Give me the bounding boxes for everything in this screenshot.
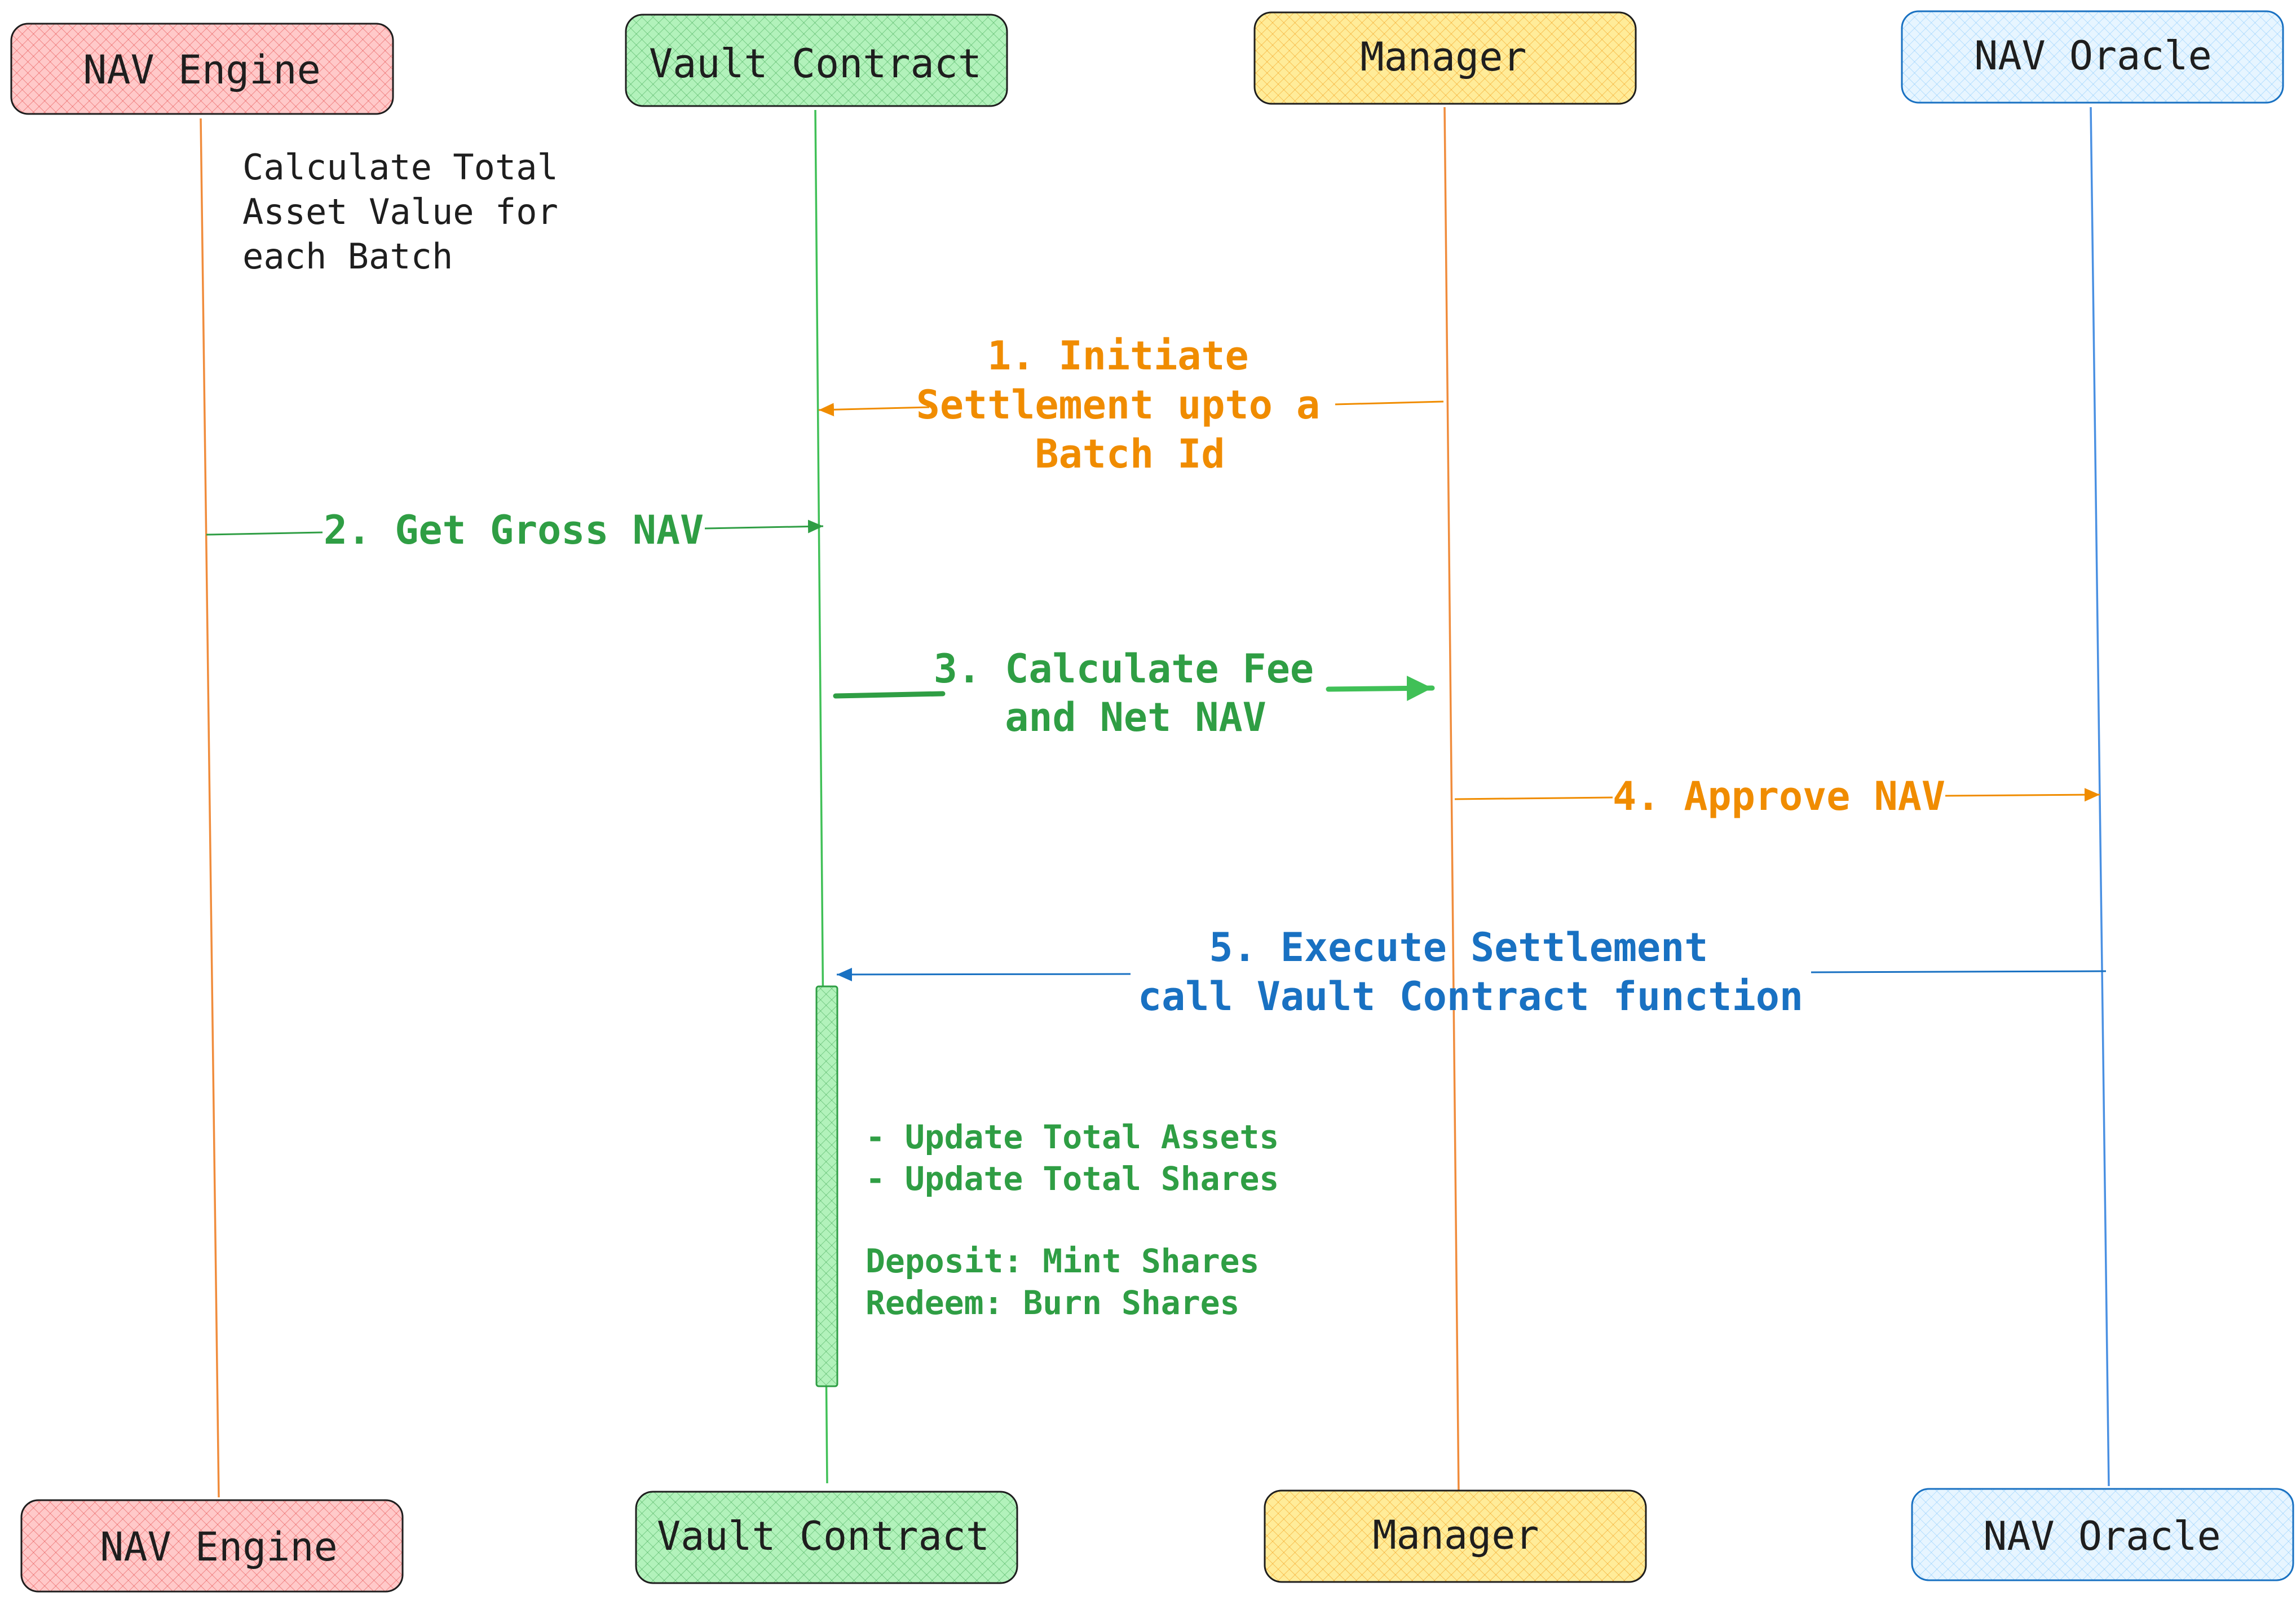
message-label: 5. Execute Settlement call Vault Contrac… (1138, 924, 1803, 1020)
message-label: 1. Initiate Settlement upto a Batch Id (916, 333, 1344, 477)
participant-label: NAV Engine (83, 47, 320, 93)
participant-vault-contract-bottom[interactable]: Vault Contract (635, 1491, 1018, 1584)
message-2-get-gross-nav[interactable]: 2. Get Gross NAV (206, 507, 824, 553)
participant-nav-engine-bottom[interactable]: NAV Engine (20, 1499, 404, 1593)
message-4-approve-nav[interactable]: 4. Approve NAV (1454, 773, 2100, 819)
participant-nav-oracle-bottom[interactable]: NAV Oracle (1911, 1488, 2294, 1581)
participant-nav-engine-top[interactable]: NAV Engine (10, 23, 394, 115)
participant-label: Manager (1372, 1512, 1539, 1558)
vault-contract-activation-bar[interactable] (815, 985, 838, 1387)
participant-label: Vault Contract (657, 1513, 990, 1559)
participant-manager-bottom[interactable]: Manager (1264, 1489, 1647, 1583)
message-label: 3. Calculate Fee and Net NAV (934, 646, 1337, 741)
lifeline-manager (1443, 107, 1460, 1495)
lifeline-nav-engine (200, 118, 220, 1498)
message-3-calculate-fee[interactable]: 3. Calculate Fee and Net NAV (833, 646, 1435, 741)
participant-nav-oracle-top[interactable]: NAV Oracle (1901, 10, 2284, 104)
participant-label: NAV Engine (100, 1524, 337, 1570)
participant-label: NAV Oracle (1983, 1513, 2220, 1559)
participant-vault-contract-top[interactable]: Vault Contract (625, 14, 1008, 107)
message-label: 2. Get Gross NAV (324, 507, 704, 553)
participant-label: NAV Oracle (1974, 33, 2211, 79)
participant-label: Vault Contract (649, 41, 982, 87)
activation-note: - Update Total Assets - Update Total Sha… (866, 1118, 1299, 1322)
participant-manager-top[interactable]: Manager (1253, 11, 1637, 105)
message-5-execute-settlement[interactable]: 5. Execute Settlement call Vault Contrac… (836, 924, 2107, 1020)
message-1-initiate-settlement[interactable]: 1. Initiate Settlement upto a Batch Id (818, 333, 1444, 477)
nav-engine-note: Calculate Total Asset Value for each Bat… (242, 147, 579, 277)
message-label: 4. Approve NAV (1613, 773, 1945, 819)
lifeline-nav-oracle (2090, 107, 2110, 1487)
participant-label: Manager (1360, 34, 1526, 80)
